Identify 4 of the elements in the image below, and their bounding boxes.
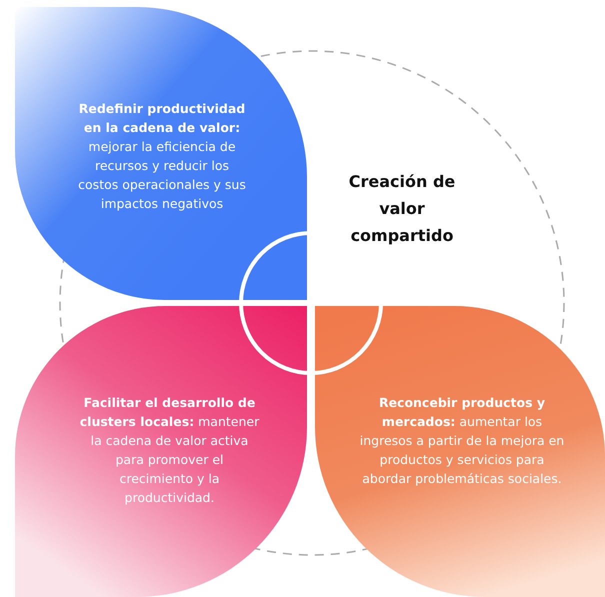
petal-text: Facilitar el desarrollo de clusters locales: mantener la cadena de valor activa para promover el crecimiento y la productividad. — [78, 394, 260, 507]
center-title: Creación de valor compartido — [348, 171, 456, 247]
petal-text: Reconcebir productos y mercados: aumentar los ingresos a partir de la mejora en productos y servicios para abordar problemáticas sociales. — [358, 394, 566, 488]
petal-text: Redefinir productividad en la cadena de valor: mejorar la eficiencia de recursos y reducir los costos operacionales y sus impactos negativos — [77, 100, 247, 213]
